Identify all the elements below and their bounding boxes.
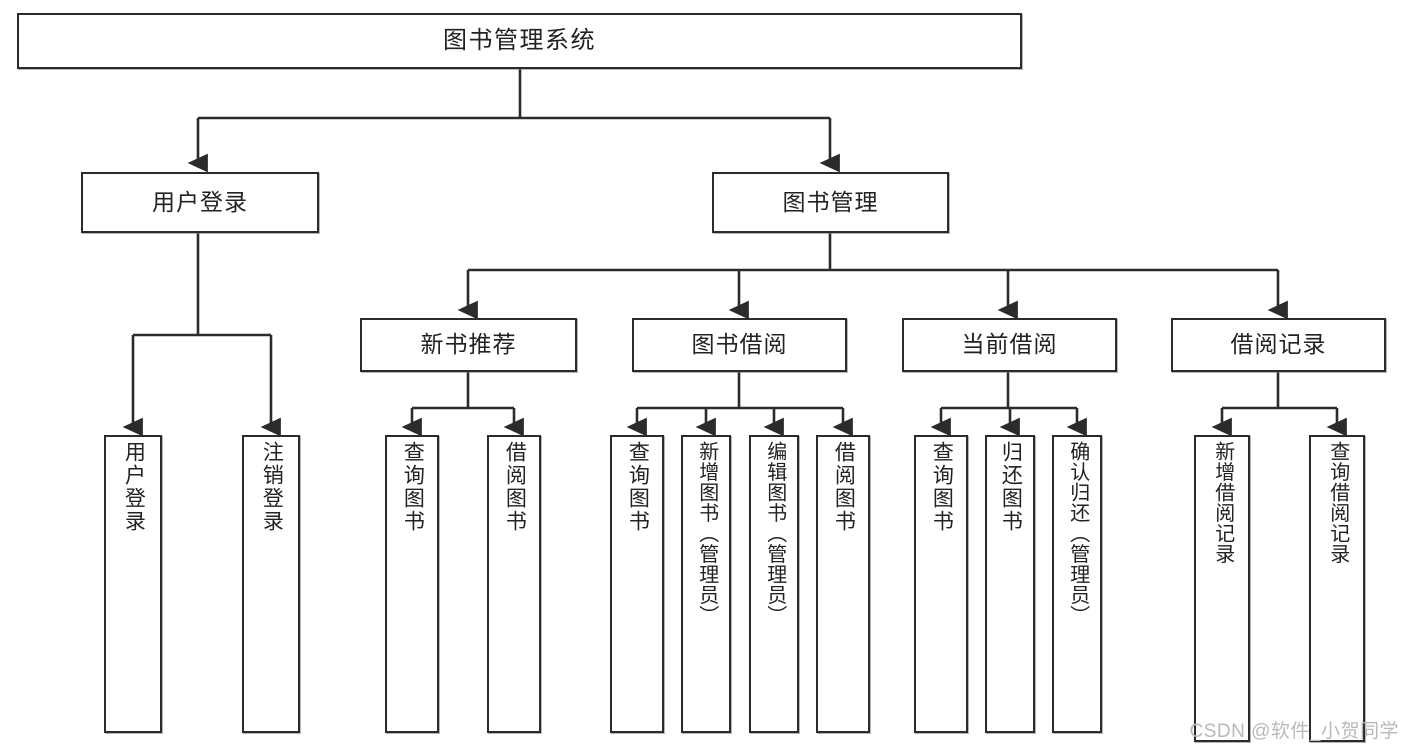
node-root[interactable]: 图书管理系统	[17, 13, 1022, 69]
node-book-borrow[interactable]: 图书借阅	[632, 318, 847, 372]
leaf-query-book-borrow[interactable]: 查询图书	[610, 435, 664, 733]
leaf-borrow-book[interactable]: 借阅图书	[816, 435, 870, 733]
node-book-management[interactable]: 图书管理	[712, 172, 949, 233]
node-label: 确认归还（管理员）	[1066, 441, 1089, 626]
watermark: CSDN @软件_小贺同学	[1189, 721, 1399, 742]
leaf-edit-book-admin[interactable]: 编辑图书（管理员）	[749, 435, 799, 733]
node-label: 图书借阅	[691, 331, 788, 358]
node-label: 归还图书	[999, 441, 1023, 533]
node-label: 用户登录	[122, 441, 146, 533]
node-label: 当前借阅	[961, 331, 1058, 358]
node-label: 新书推荐	[420, 331, 517, 358]
leaf-add-book-admin[interactable]: 新增图书（管理员）	[681, 435, 731, 733]
node-label: 注销登录	[260, 441, 284, 533]
leaf-user-logout[interactable]: 注销登录	[242, 435, 300, 733]
node-label: 借阅图书	[503, 441, 527, 533]
node-borrow-record[interactable]: 借阅记录	[1171, 318, 1386, 372]
node-label: 新增借阅记录	[1211, 441, 1234, 564]
node-label: 查询借阅记录	[1326, 441, 1349, 564]
node-label: 借阅记录	[1230, 331, 1327, 358]
node-new-book-recommend[interactable]: 新书推荐	[360, 318, 577, 372]
node-label: 图书管理	[782, 188, 879, 215]
leaf-user-login[interactable]: 用户登录	[104, 435, 162, 733]
leaf-query-book-current[interactable]: 查询图书	[914, 435, 968, 733]
leaf-confirm-return-admin[interactable]: 确认归还（管理员）	[1052, 435, 1102, 733]
leaf-query-book-new[interactable]: 查询图书	[385, 435, 439, 733]
node-label: 编辑图书（管理员）	[763, 441, 786, 626]
node-label: 借阅图书	[832, 441, 856, 533]
node-user-login[interactable]: 用户登录	[81, 172, 319, 233]
leaf-return-book[interactable]: 归还图书	[985, 435, 1035, 733]
leaf-add-borrow-record[interactable]: 新增借阅记录	[1194, 435, 1250, 742]
node-label: 查询图书	[401, 441, 425, 533]
node-label: 用户登录	[152, 188, 248, 215]
node-label: 图书管理系统	[443, 26, 596, 54]
node-label: 查询图书	[626, 441, 650, 533]
node-label: 查询图书	[930, 441, 954, 533]
leaf-borrow-book-new[interactable]: 借阅图书	[487, 435, 541, 733]
leaf-query-borrow-record[interactable]: 查询借阅记录	[1309, 435, 1365, 742]
node-current-borrow[interactable]: 当前借阅	[902, 318, 1117, 372]
node-label: 新增图书（管理员）	[695, 441, 718, 626]
